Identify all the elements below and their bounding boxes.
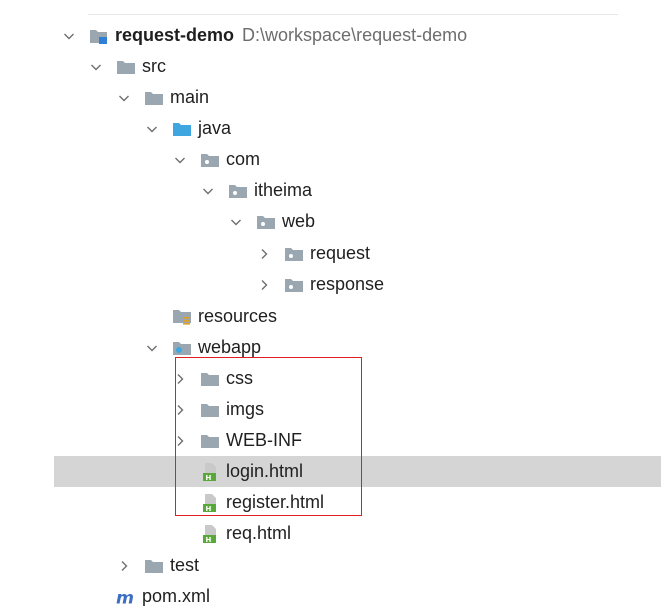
chevron-right-icon[interactable]	[257, 278, 271, 292]
tree-item-label: src	[142, 56, 166, 76]
project-folder-icon	[89, 26, 109, 46]
tree-item-css[interactable]: css	[0, 363, 661, 394]
tree-item-label: css	[226, 368, 253, 388]
tree-item-label: resources	[198, 306, 278, 326]
tree-item-label: itheima	[254, 180, 313, 200]
chevron-down-icon[interactable]	[89, 60, 103, 74]
html-file-icon: H	[200, 524, 220, 544]
package-icon	[284, 244, 304, 264]
tree-item-label: web	[282, 211, 316, 231]
package-icon	[228, 181, 248, 201]
chevron-right-icon[interactable]	[173, 434, 187, 448]
chevron-down-icon[interactable]	[62, 29, 76, 43]
html-file-icon: H	[200, 462, 220, 482]
top-divider	[88, 14, 618, 15]
tree-item-label: request-demo	[115, 25, 235, 45]
chevron-right-icon[interactable]	[117, 559, 131, 573]
folder-icon	[200, 431, 220, 451]
tree-item-label: response	[310, 274, 385, 294]
tree-item-response[interactable]: response	[0, 269, 661, 300]
package-icon	[200, 150, 220, 170]
folder-icon	[144, 88, 164, 108]
svg-text:H: H	[206, 505, 212, 513]
tree-item-java[interactable]: java	[0, 113, 661, 144]
tree-item-label: main	[170, 87, 210, 107]
chevron-right-icon[interactable]	[173, 403, 187, 417]
tree-item-label: login.html	[226, 461, 304, 481]
resources-folder-icon	[172, 307, 192, 327]
maven-file-icon: m	[116, 587, 136, 607]
svg-text:m: m	[116, 588, 134, 606]
chevron-down-icon[interactable]	[145, 341, 159, 355]
chevron-down-icon[interactable]	[117, 91, 131, 105]
tree-item-com[interactable]: com	[0, 144, 661, 175]
tree-item-webapp[interactable]: webapp	[0, 332, 661, 363]
tree-item-imgs[interactable]: imgs	[0, 394, 661, 425]
tree-item-label: WEB-INF	[226, 430, 302, 450]
tree-item-label: imgs	[226, 399, 265, 419]
tree-item-label: request	[310, 243, 371, 263]
svg-text:H: H	[206, 536, 212, 544]
tree-item-label: com	[226, 149, 261, 169]
project-path: D:\workspace\request-demo	[242, 25, 468, 45]
tree-item-label: pom.xml	[142, 586, 211, 606]
tree-item-label: webapp	[198, 337, 262, 357]
chevron-down-icon[interactable]	[229, 215, 243, 229]
tree-item-web-inf[interactable]: WEB-INF	[0, 425, 661, 456]
folder-icon	[200, 369, 220, 389]
package-icon	[256, 212, 276, 232]
tree-item-label: register.html	[226, 492, 325, 512]
chevron-down-icon[interactable]	[201, 184, 215, 198]
folder-icon	[144, 556, 164, 576]
tree-item-web[interactable]: web	[0, 206, 661, 237]
tree-item-request[interactable]: request	[0, 238, 661, 269]
chevron-right-icon[interactable]	[173, 372, 187, 386]
tree-item-request-demo[interactable]: request-demo D:\workspace\request-demo	[0, 20, 661, 51]
tree-item-src[interactable]: src	[0, 51, 661, 82]
package-icon	[284, 275, 304, 295]
tree-item-label: java	[198, 118, 232, 138]
tree-item-test[interactable]: test	[0, 550, 661, 581]
svg-text:H: H	[206, 474, 212, 482]
chevron-right-icon[interactable]	[257, 247, 271, 261]
tree-item-label: test	[170, 555, 200, 575]
tree-item-itheima[interactable]: itheima	[0, 175, 661, 206]
chevron-down-icon[interactable]	[173, 153, 187, 167]
tree-item-pom-xml[interactable]: m pom.xml	[0, 581, 661, 611]
tree-item-resources[interactable]: resources	[0, 301, 661, 332]
source-folder-icon	[172, 119, 192, 139]
chevron-down-icon[interactable]	[145, 122, 159, 136]
web-folder-icon	[172, 338, 192, 358]
folder-icon	[116, 57, 136, 77]
html-file-icon: H	[200, 493, 220, 513]
tree-item-label: req.html	[226, 523, 292, 543]
folder-icon	[200, 400, 220, 420]
tree-item-main[interactable]: main	[0, 82, 661, 113]
